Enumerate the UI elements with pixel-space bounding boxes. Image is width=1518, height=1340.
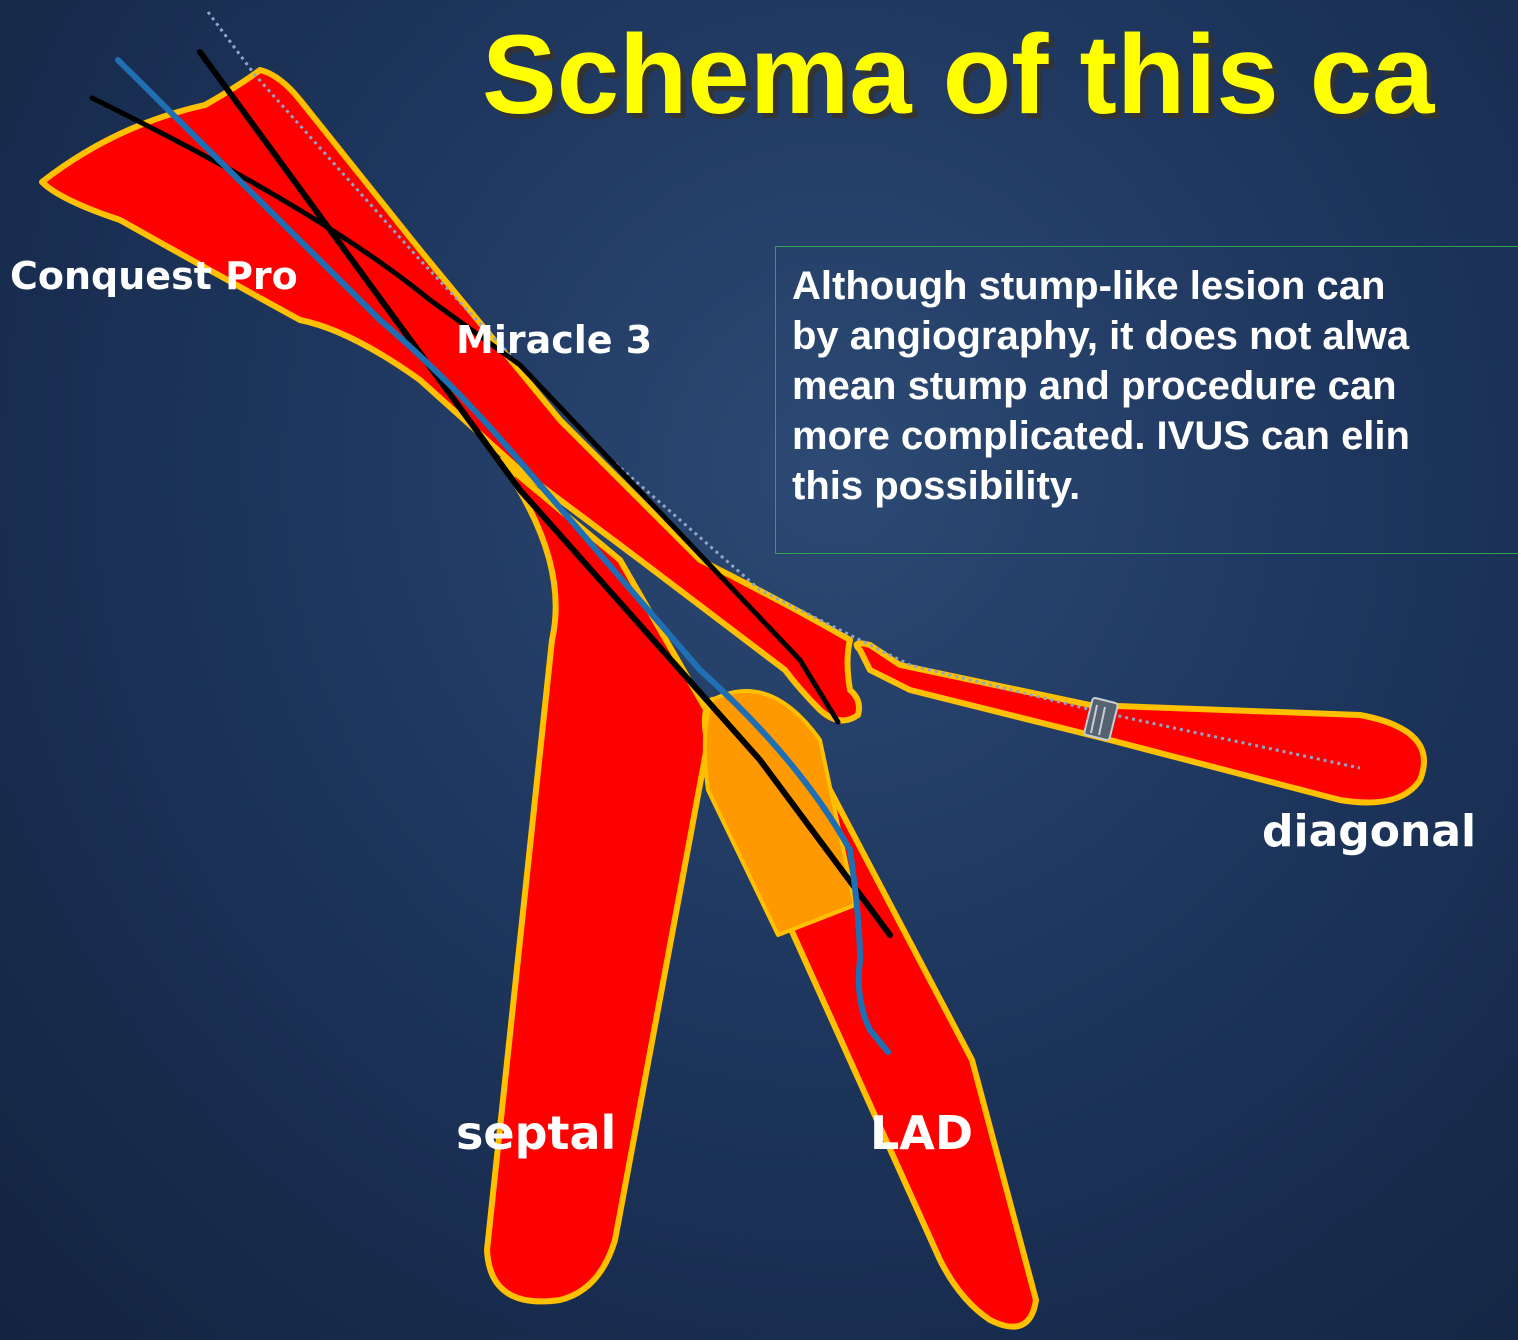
label-septal: septal xyxy=(456,1106,616,1160)
label-conquest-pro: Conquest Pro xyxy=(10,254,298,298)
label-lad: LAD xyxy=(870,1106,973,1160)
diagonal-branch xyxy=(857,643,1424,802)
explanation-textbox: Although stump-like lesion can by angiog… xyxy=(775,246,1518,554)
label-diagonal: diagonal xyxy=(1262,806,1476,857)
label-miracle-3: Miracle 3 xyxy=(456,318,652,362)
page-title: Schema of this ca xyxy=(482,10,1434,140)
